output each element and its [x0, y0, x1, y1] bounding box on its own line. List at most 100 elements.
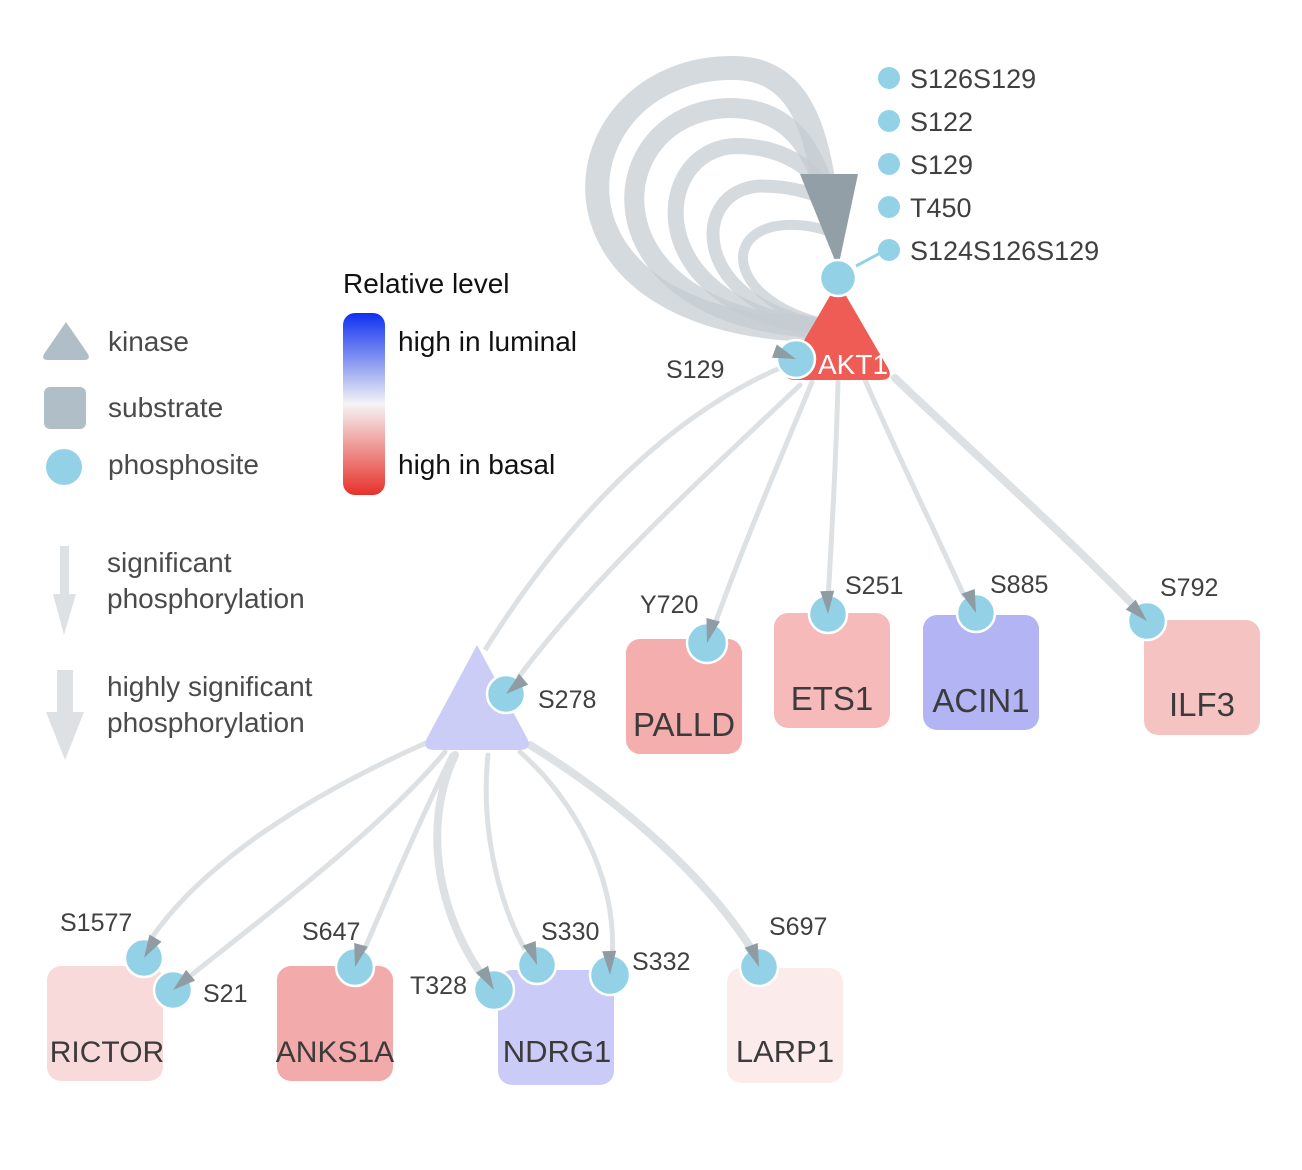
arrowhead [961, 588, 976, 613]
phosphosite-ndrg1-s330[interactable] [516, 940, 558, 986]
autosite-label: S122 [910, 107, 973, 137]
autosite-label: S126S129 [910, 64, 1036, 94]
rictor-label: RICTOR [50, 1036, 164, 1069]
phosphosite-dot [878, 110, 900, 132]
site-label-akt1-s129: S129 [666, 356, 724, 384]
substrate-node-rictor[interactable]: RICTOR [47, 966, 164, 1081]
phosphosite-dot [878, 239, 900, 261]
autosite-item[interactable]: S124S126S129 [878, 236, 1099, 266]
phosphosite-ndrg1-t328[interactable] [472, 965, 516, 1012]
arrowhead [744, 942, 759, 967]
colorbar [343, 313, 385, 495]
self-loop-edge [667, 137, 836, 334]
edge-akt1-to-y720 [709, 379, 815, 635]
phosphosite-larp1-s697[interactable] [738, 942, 780, 988]
substrate-node-acin1[interactable]: ACIN1 [923, 615, 1039, 730]
phosphosite-rictor-s1577[interactable] [123, 934, 165, 979]
self-loop-edge [738, 219, 835, 327]
anks1a-box [277, 966, 393, 1081]
kinase-node-2[interactable] [425, 645, 529, 750]
phosphosite-rictor-s21[interactable] [152, 969, 196, 1011]
phosphosite-k2-s278[interactable] [485, 673, 529, 715]
substrate-node-anks1a[interactable]: ANKS1A [276, 966, 394, 1081]
edge-k2-to-s332 [517, 749, 616, 961]
ets1-label: ETS1 [791, 680, 874, 717]
autosite-item[interactable]: S122 [878, 107, 973, 137]
substrate-node-ets1[interactable]: ETS1 [774, 613, 890, 728]
substrate-node-palld[interactable]: PALLD [626, 639, 742, 754]
arrowhead [706, 618, 720, 643]
arrowhead [173, 969, 196, 990]
phosphosite-legend-icon [46, 449, 82, 485]
phosphosite-ilf3-s792[interactable] [1125, 599, 1168, 642]
ndrg1-box [498, 970, 614, 1085]
arrowhead [771, 344, 796, 359]
anks1a-label: ANKS1A [276, 1036, 394, 1069]
edge-kinase2-to-akt1-s129 [482, 365, 781, 652]
edge-k2-to-s697 [526, 741, 759, 959]
phosphosite-akt1-s129[interactable] [771, 338, 817, 380]
arrowhead [522, 940, 537, 965]
highly-significant-arrow-icon [46, 670, 84, 760]
colorbar-high-label: high in luminal [398, 326, 577, 357]
ilf3-label: ILF3 [1169, 686, 1235, 723]
site-label-s1577: S1577 [60, 909, 132, 937]
self-loop-edge [585, 55, 837, 342]
site-label-s885: S885 [990, 571, 1048, 599]
autosite-item[interactable]: T450 [878, 193, 972, 223]
kinase2-edges [142, 739, 759, 986]
edge-k2-to-s647 [359, 752, 455, 958]
autosite-label: T450 [910, 193, 972, 223]
phosphosite-dot [878, 67, 900, 89]
site-label-s792: S792 [1160, 574, 1218, 602]
substrate-node-ndrg1[interactable]: NDRG1 [498, 970, 614, 1085]
arrowhead [602, 950, 617, 975]
legend: kinase substrate phosphosite significant… [43, 268, 577, 760]
phosphosite-ndrg1-s332[interactable] [588, 950, 632, 997]
substrate-legend-icon [44, 387, 86, 429]
autosite-item[interactable]: S129 [878, 150, 973, 180]
phosphosite-ets1-s251[interactable] [807, 590, 849, 635]
colorbar-low-label: high in basal [398, 449, 555, 480]
phosphosite-circle [818, 258, 858, 298]
edge-k2-to-s330 [483, 752, 533, 961]
ndrg1-label: NDRG1 [503, 1034, 612, 1069]
site-label-s697: S697 [769, 913, 827, 941]
autosite-label: S124S126S129 [910, 236, 1099, 266]
phosphosite-palld-y720[interactable] [685, 618, 729, 665]
substrate-node-ilf3[interactable]: ILF3 [1144, 620, 1260, 735]
self-loop-arrowhead [800, 174, 858, 268]
legend-significant-line2: phosphorylation [107, 583, 305, 614]
palld-box [626, 639, 742, 754]
site-label-y720: Y720 [640, 591, 698, 619]
autosite-item[interactable]: S126S129 [878, 64, 1036, 94]
phosphosite-anks1a-s647[interactable] [334, 942, 376, 988]
legend-kinase-label: kinase [108, 326, 189, 357]
legend-significant-line1: significant [107, 547, 232, 578]
akt1-edges [512, 374, 1144, 685]
larp1-box [727, 968, 843, 1083]
kinase-legend-icon [43, 322, 89, 360]
legend-highly-significant-line1: highly significant [107, 671, 313, 702]
phosphosite-dot [878, 196, 900, 218]
site-label-s330: S330 [541, 918, 599, 946]
rictor-box [47, 966, 163, 1081]
arrowhead [354, 942, 368, 967]
site-label-t328: T328 [410, 972, 467, 1000]
site-label-s251: S251 [845, 572, 903, 600]
phosphosite-acin1-s885[interactable] [955, 588, 997, 634]
edge-k2-to-s21 [182, 749, 448, 983]
autosite-label: S129 [910, 150, 973, 180]
edge-k2-to-s1577 [142, 739, 431, 951]
ets1-box [774, 613, 890, 728]
substrate-node-larp1[interactable]: LARP1 [727, 968, 843, 1083]
legend-phosphosite-label: phosphosite [108, 449, 259, 480]
edge-akt1-to-s278 [512, 382, 803, 685]
phosphosites [123, 258, 1168, 1012]
edge-akt1-to-s885 [862, 377, 969, 603]
legend-highly-significant-line2: phosphorylation [107, 707, 305, 738]
akt1-autophosphorylation-loops [585, 55, 837, 342]
phosphosite-akt1-auto[interactable] [818, 258, 858, 298]
